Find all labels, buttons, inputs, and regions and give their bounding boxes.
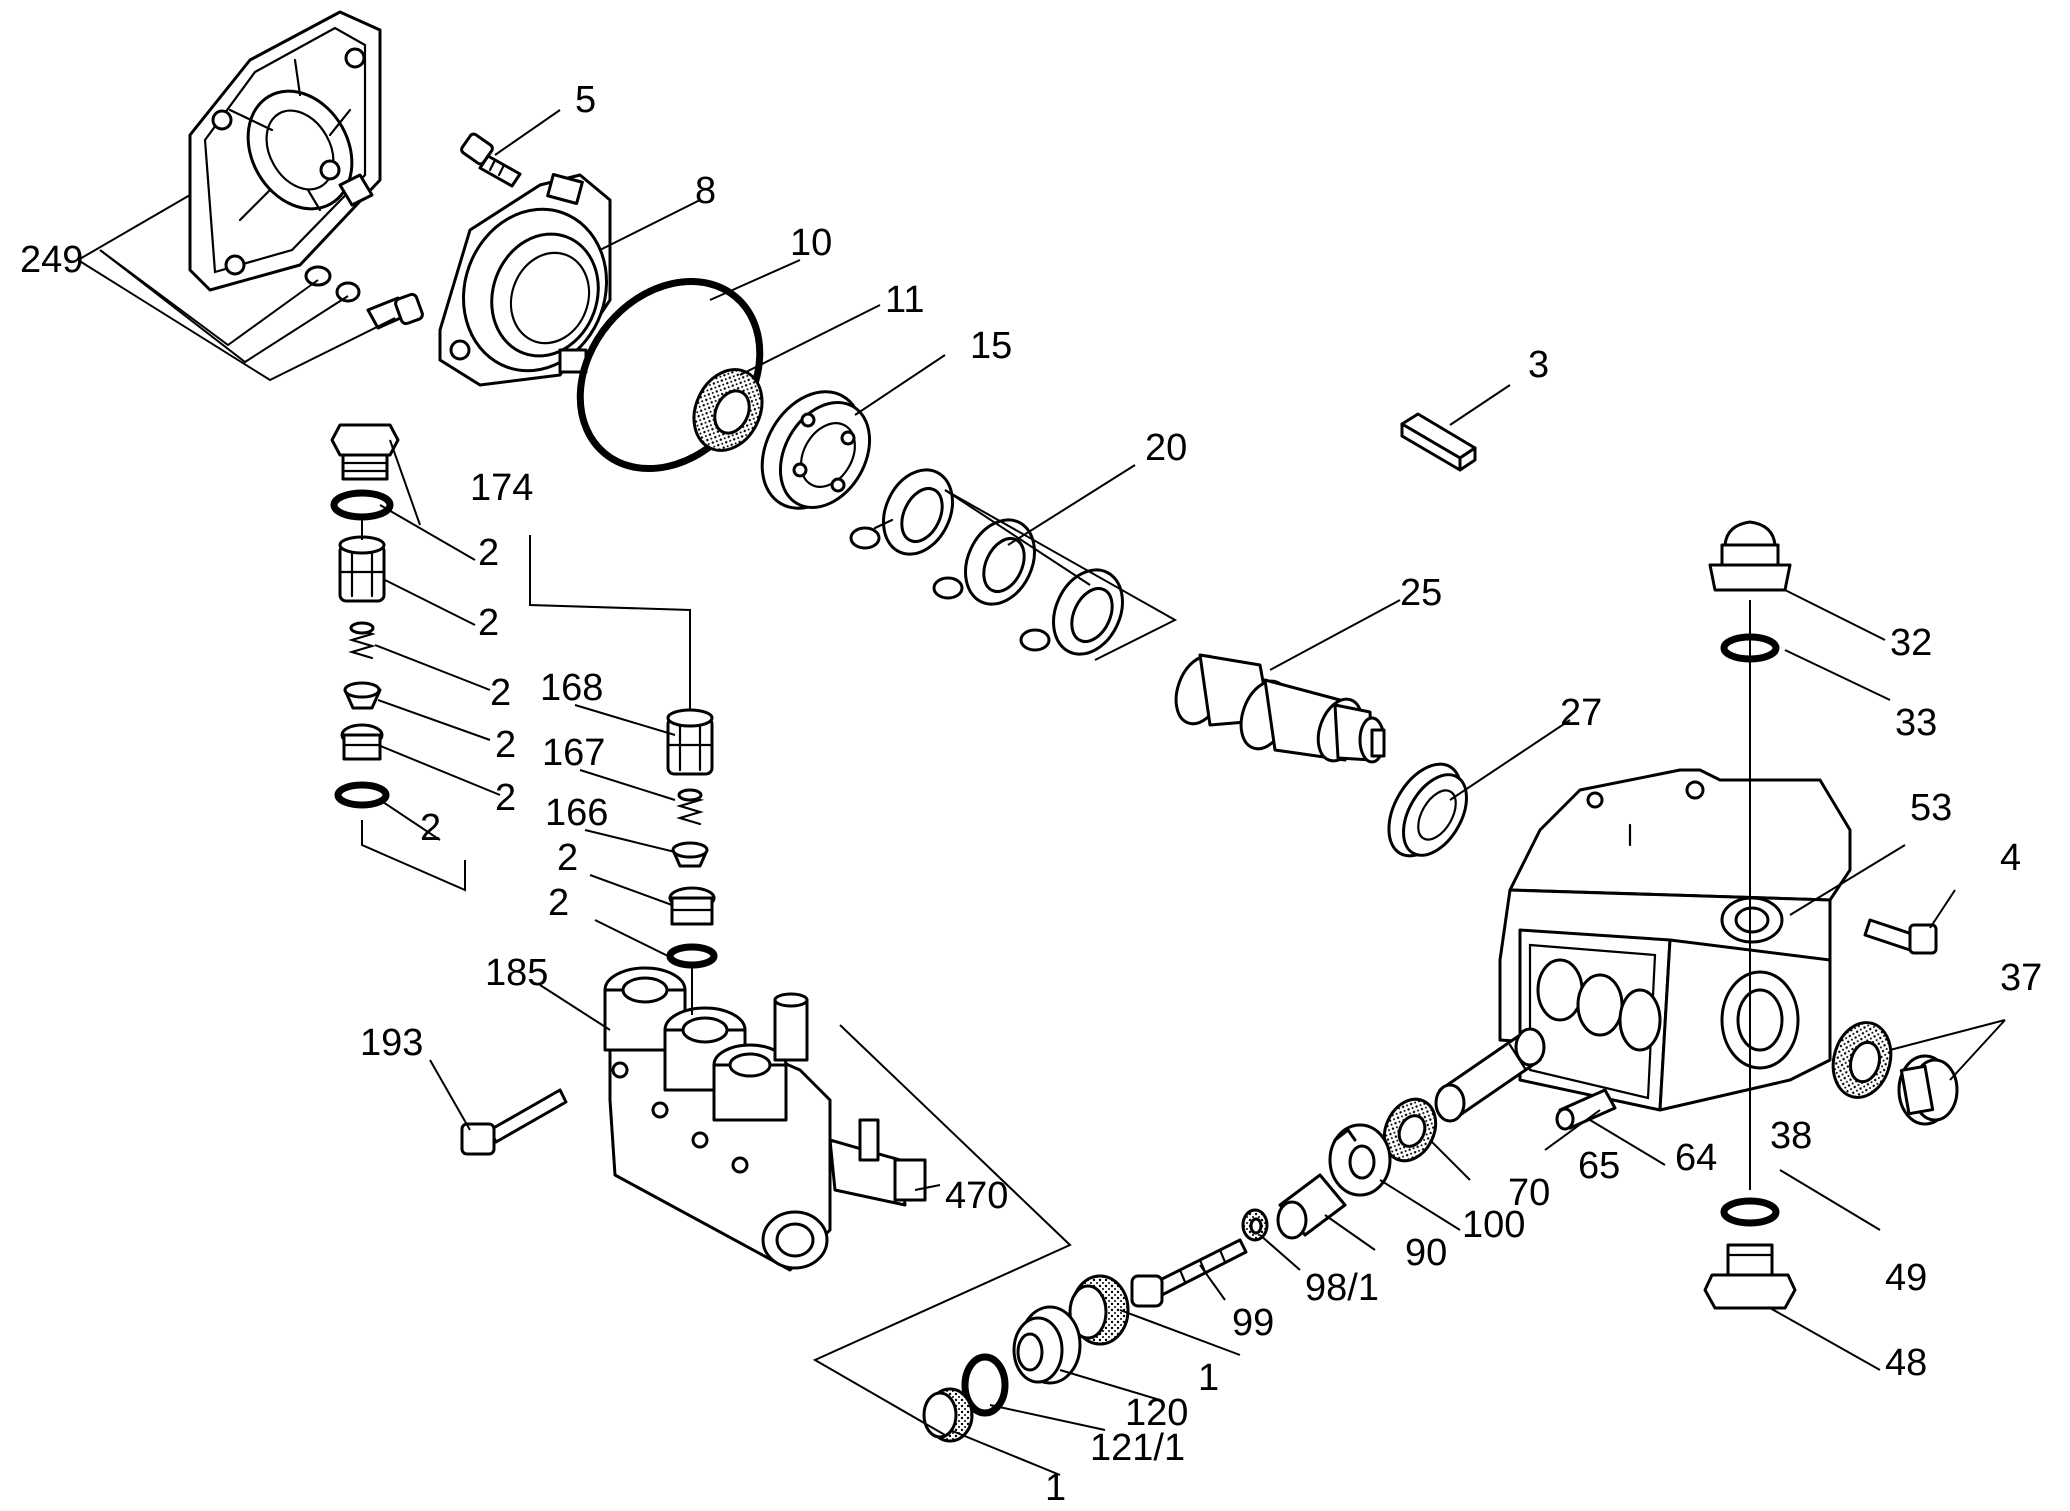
connecting-rods-20 xyxy=(849,468,1124,656)
o-ring-2-b xyxy=(334,781,390,809)
valve-spring-167 xyxy=(676,788,705,826)
callout-33: 33 xyxy=(1895,702,1937,744)
valve-spring-2 xyxy=(348,621,376,660)
callout-38: 38 xyxy=(1770,1115,1812,1157)
oil-filler-plug-32 xyxy=(1708,520,1792,592)
callout-120: 120 xyxy=(1125,1392,1188,1434)
callout-167: 167 xyxy=(542,732,605,774)
plunger-bolt-99 xyxy=(1130,1238,1248,1308)
callout-90: 90 xyxy=(1405,1232,1447,1274)
callout-53: 53 xyxy=(1910,787,1952,829)
callout-48: 48 xyxy=(1885,1342,1927,1384)
callout-5: 5 xyxy=(575,79,596,121)
callout-98-1: 98/1 xyxy=(1305,1267,1379,1309)
callout-3: 3 xyxy=(1528,344,1549,386)
manifold-185 xyxy=(603,966,927,1272)
callout-70: 70 xyxy=(1508,1172,1550,1214)
callout-10: 10 xyxy=(790,222,832,264)
callout-2-h: 2 xyxy=(548,882,569,924)
callout-2-b: 2 xyxy=(478,602,499,644)
callout-8: 8 xyxy=(695,170,716,212)
o-ring-49 xyxy=(1720,1197,1780,1227)
seal-1-lower xyxy=(922,1387,974,1443)
key-3 xyxy=(1400,412,1477,472)
callout-1-b: 1 xyxy=(1045,1467,1066,1509)
callout-193: 193 xyxy=(360,1022,423,1064)
callout-64: 64 xyxy=(1675,1137,1717,1179)
callout-166: 166 xyxy=(545,792,608,834)
crankshaft-25 xyxy=(1174,653,1386,764)
screw-5 xyxy=(460,132,522,188)
callout-100: 100 xyxy=(1462,1204,1525,1246)
seal-1-upper xyxy=(1068,1274,1130,1346)
retainer-90 xyxy=(1328,1123,1392,1197)
callout-249: 249 xyxy=(20,239,83,281)
valve-disc-2 xyxy=(343,681,382,710)
callout-49: 49 xyxy=(1885,1257,1927,1299)
valve-cage-2 xyxy=(338,535,386,603)
o-ring-2-center xyxy=(666,943,718,969)
drain-plug-48 xyxy=(1703,1243,1797,1310)
callout-470: 470 xyxy=(945,1175,1008,1217)
plunger-sleeve-98-1 xyxy=(1276,1173,1347,1240)
bolt-193 xyxy=(460,1088,568,1156)
o-ring-121-1 xyxy=(961,1353,1009,1417)
ball-bearing-27 xyxy=(1387,762,1468,858)
callout-1-a: 1 xyxy=(1198,1357,1219,1399)
callout-2-d: 2 xyxy=(495,724,516,766)
callout-15: 15 xyxy=(970,325,1012,367)
callout-37: 37 xyxy=(2000,957,2042,999)
callout-4: 4 xyxy=(2000,837,2021,879)
callout-32: 32 xyxy=(1890,622,1932,664)
callout-27: 27 xyxy=(1560,692,1602,734)
callout-99: 99 xyxy=(1232,1302,1274,1344)
seal-retainer-120 xyxy=(1012,1305,1082,1385)
o-ring-2-a xyxy=(330,489,394,521)
screw-4 xyxy=(1863,918,1938,955)
callout-2-g: 2 xyxy=(557,837,578,879)
washer-98-1 xyxy=(1241,1208,1269,1242)
callout-20: 20 xyxy=(1145,427,1187,469)
valve-plug-174 xyxy=(330,423,400,481)
valve-seat-2-center xyxy=(668,886,716,926)
callout-65: 65 xyxy=(1578,1145,1620,1187)
callout-2-e: 2 xyxy=(495,777,516,819)
valve-seat-2 xyxy=(340,723,384,761)
flange-plate-249 xyxy=(188,10,424,330)
oil-seal-100 xyxy=(1382,1097,1438,1163)
callout-121-1: 121/1 xyxy=(1090,1427,1185,1469)
callout-2-c: 2 xyxy=(490,672,511,714)
plunger-guide-65 xyxy=(1434,1027,1546,1123)
callout-168: 168 xyxy=(540,667,603,709)
callout-11: 11 xyxy=(885,279,924,321)
callout-25: 25 xyxy=(1400,572,1442,614)
pin-64 xyxy=(1555,1088,1617,1131)
callout-labels: 249 5 8 10 11 15 3 20 174 2 2 2 2 2 2 16… xyxy=(20,79,2042,1509)
callout-185: 185 xyxy=(485,952,548,994)
oil-seal-11 xyxy=(692,368,764,452)
leader-lines xyxy=(77,109,2006,1476)
bearing-cover-8 xyxy=(438,172,612,387)
crankcase xyxy=(1498,768,1852,1112)
ball-bearing-15 xyxy=(760,390,872,510)
callout-2-f: 2 xyxy=(420,807,441,849)
callout-174: 174 xyxy=(470,467,533,509)
valve-disc-166 xyxy=(671,841,709,868)
valve-cage-168 xyxy=(666,708,714,776)
callout-2-a: 2 xyxy=(478,532,499,574)
oil-sight-glass-37 xyxy=(1897,1054,1959,1126)
oil-seal-38 xyxy=(1831,1021,1893,1099)
